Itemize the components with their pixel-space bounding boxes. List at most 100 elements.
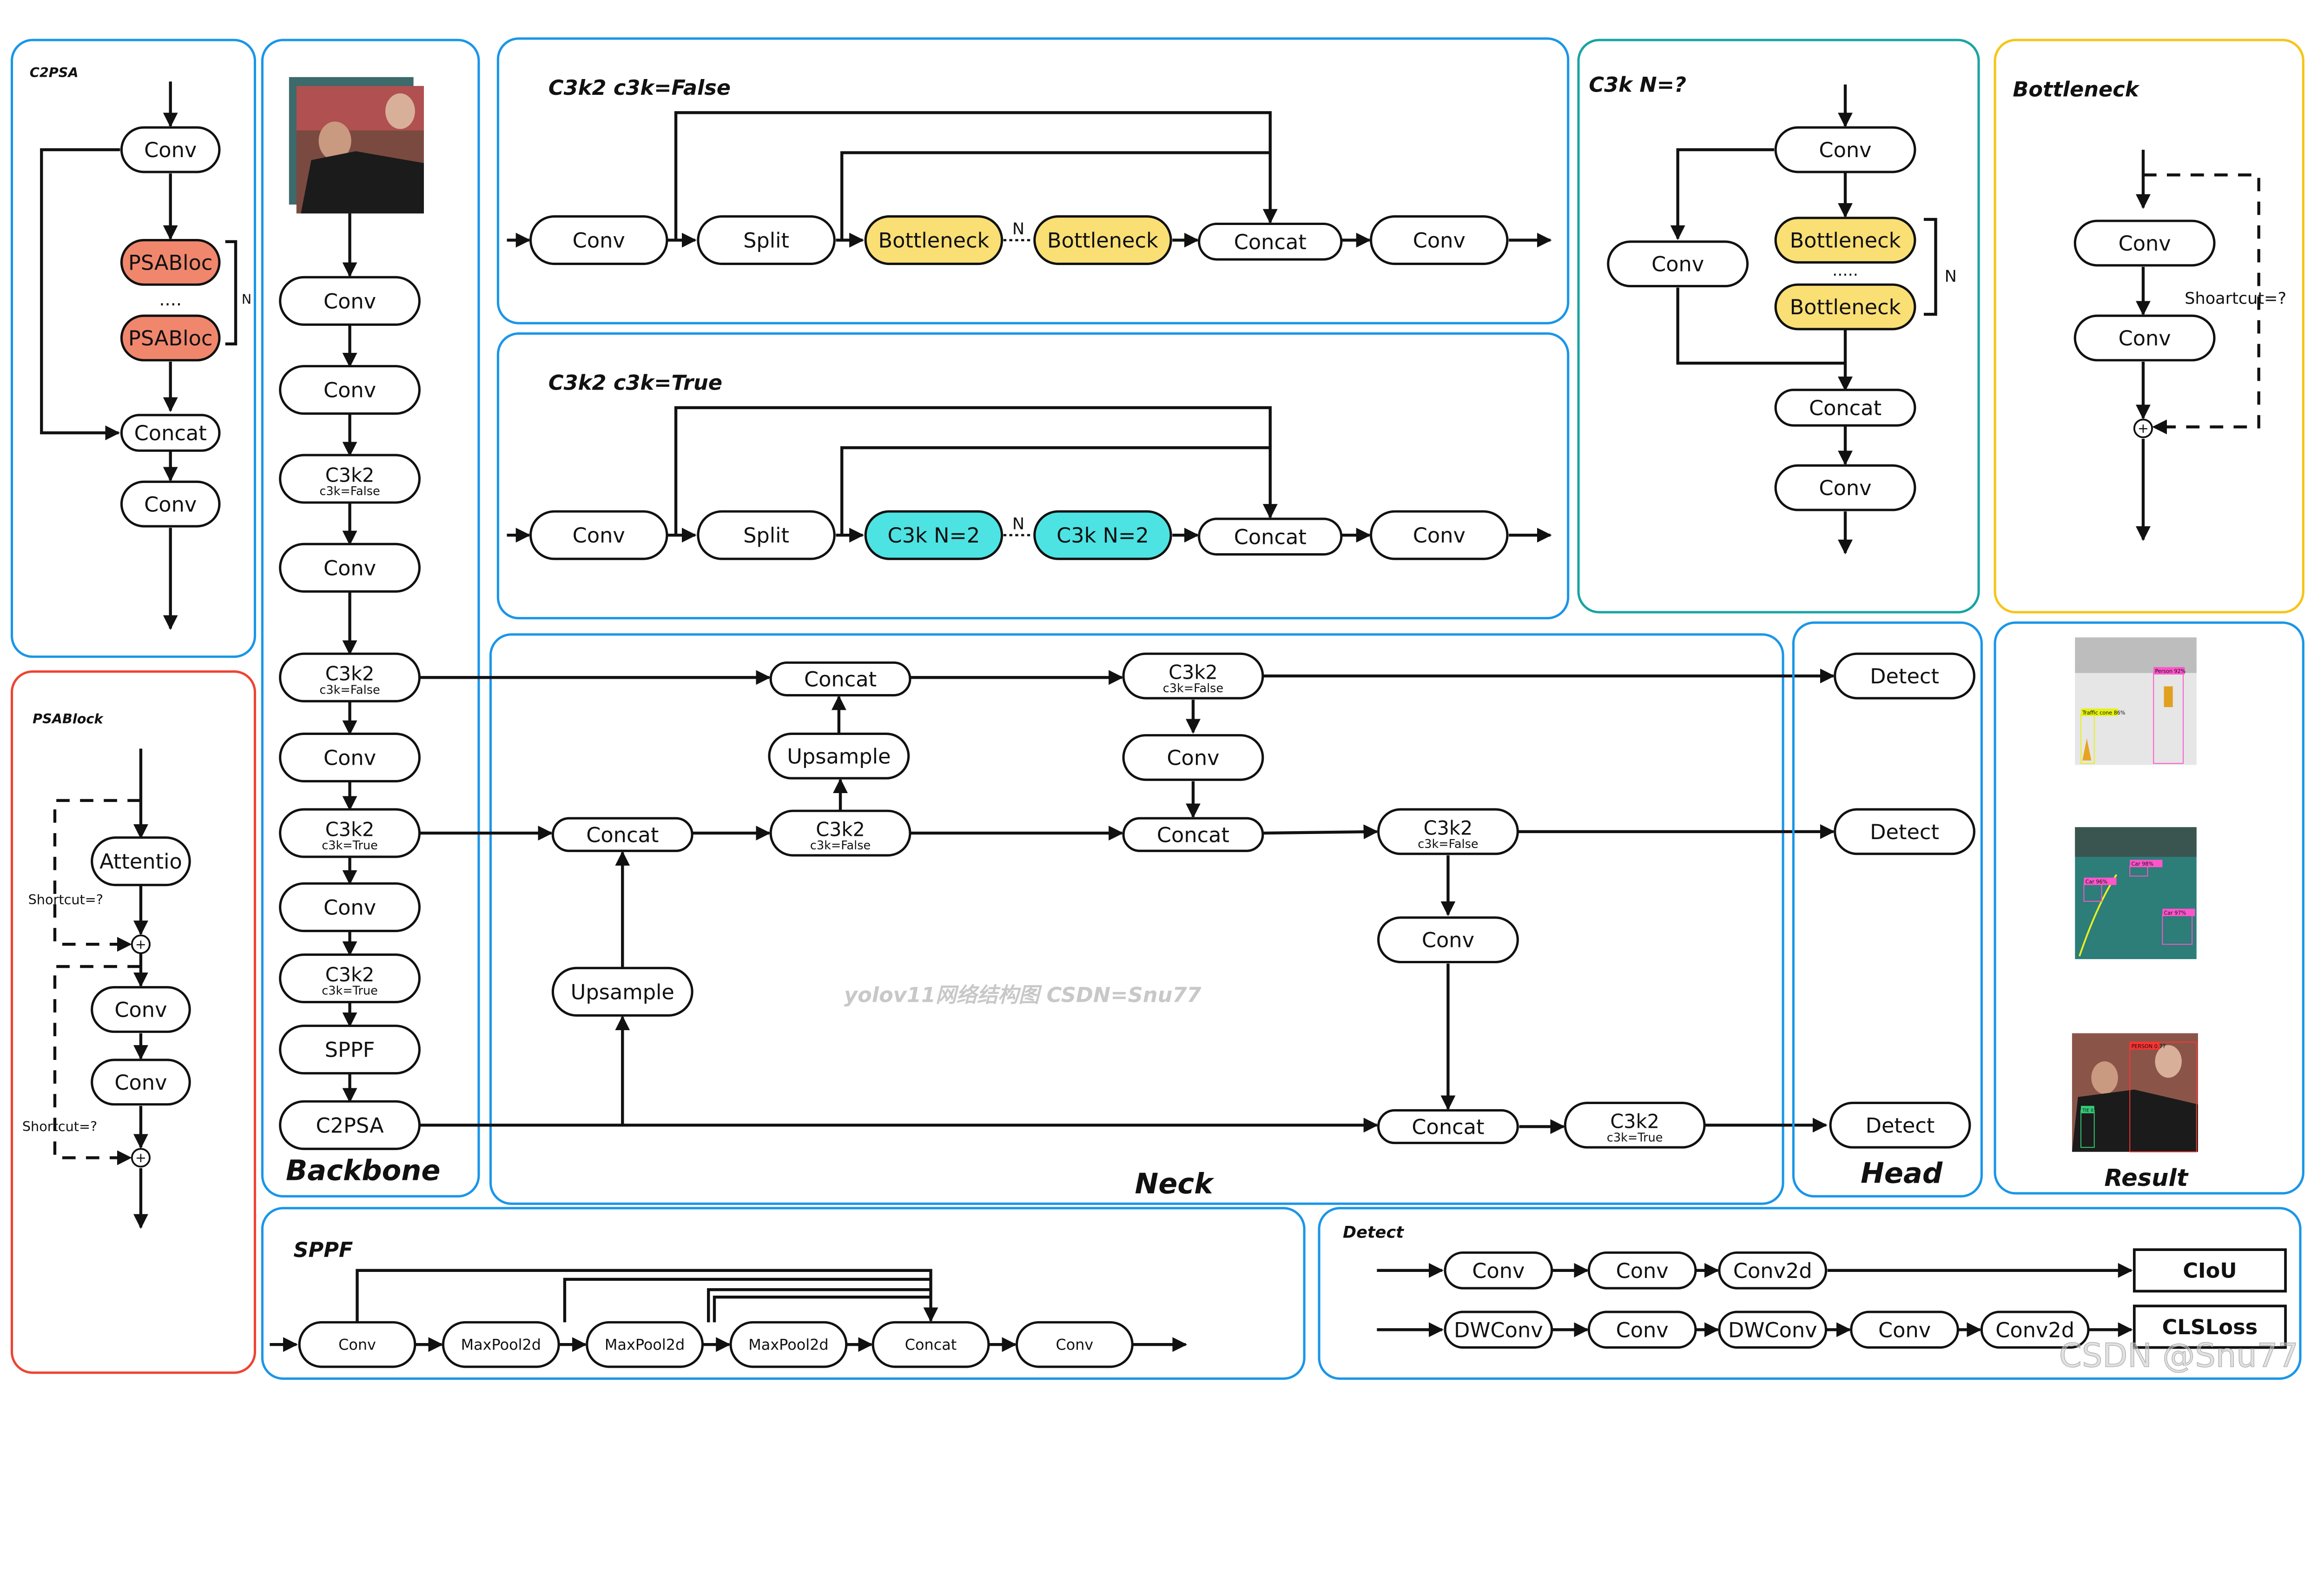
c3k2_true-node-5-label: Conv xyxy=(1413,523,1466,548)
psablock-attention-label: Attentio xyxy=(99,850,182,874)
sppf-node-3-label: MaxPool2d xyxy=(748,1336,828,1354)
detect-cls-node-4-label: Conv2d xyxy=(1995,1318,2074,1342)
c3k2_true-node-3-shape xyxy=(1033,510,1172,560)
c3k2_false-skip-1 xyxy=(674,111,1278,240)
bottleneck-panel xyxy=(1994,39,2304,614)
sppf-skip-4 xyxy=(713,1295,931,1323)
neck-c3k2-right-top-sublabel: c3k=False xyxy=(1163,682,1223,695)
psablock-conv-2: Conv xyxy=(91,1059,191,1106)
psablock-add-2-glyph: + xyxy=(135,1150,146,1165)
c2psa-conv-out-label: Conv xyxy=(144,492,197,516)
c3k2_false-title: C3k2 c3k=False xyxy=(548,76,731,100)
head-detect-2: Detect xyxy=(1829,1101,1971,1149)
sppf-skip-2 xyxy=(563,1277,931,1323)
detect-box-node-1-label: Conv xyxy=(1616,1259,1669,1283)
result-image-street: Traffic cone 86%Person 92% xyxy=(2075,637,2197,765)
sppf-node-1-label: MaxPool2d xyxy=(461,1336,541,1354)
c3k2_false-node-3: Bottleneck xyxy=(1033,215,1172,265)
c3k2_false-node-4-shape xyxy=(1198,222,1343,261)
c3k-panel xyxy=(1577,39,1980,614)
head-detect-0-shape xyxy=(1834,652,1975,700)
c2psa-concat-label: Concat xyxy=(134,421,207,445)
neck-concat-top-label: Concat xyxy=(804,668,877,692)
head-detect-0: Detect xyxy=(1834,652,1975,700)
c3k2_true-repeat-label: N xyxy=(1012,514,1024,533)
neck-concat-left-label: Concat xyxy=(586,823,659,847)
psablock-conv-1-shape xyxy=(91,986,191,1033)
detection-label: PERSON 0.77 xyxy=(2131,1043,2166,1049)
sppf-skip-3 xyxy=(707,1288,931,1323)
neck-concat-right-mid-shape xyxy=(1122,817,1264,852)
c3k2_false-node-4-label: Concat xyxy=(1234,230,1307,254)
neck-c3k2-p5-label: C3k2 xyxy=(1610,1111,1659,1133)
cls-loss-box: CLSLoss xyxy=(2133,1304,2287,1349)
head-detect-2-shape xyxy=(1829,1101,1971,1149)
c3k2_false-node-5: Conv xyxy=(1370,215,1509,265)
psablock-shortcut-2 xyxy=(53,965,141,1165)
neck-upsample-left-label: Upsample xyxy=(571,980,674,1004)
c3k2_false-skip-2 xyxy=(840,151,1270,240)
detection-label: Traffic cone 86% xyxy=(2082,710,2125,716)
neck-conv-right-top-shape xyxy=(1122,734,1264,781)
neck-c3k2-p4-label: C3k2 xyxy=(1424,817,1473,839)
head-detect-0-label: Detect xyxy=(1870,664,1939,688)
detection-label: Car 98% xyxy=(2131,861,2153,867)
c3k2_false-node-2-label: Bottleneck xyxy=(878,229,989,253)
neck-conv-p4-label: Conv xyxy=(1422,928,1474,953)
bottleneck-title: Bottleneck xyxy=(2013,77,2139,101)
detect-title: Detect xyxy=(1343,1223,1404,1242)
c2psa-title: C2PSA xyxy=(30,65,79,80)
c3k-conv-out-shape xyxy=(1774,464,1916,511)
c3k2_true-node-2: C3k N=2 xyxy=(864,510,1004,560)
c3k2_false-node-0-label: Conv xyxy=(573,229,625,253)
backbone-conv-3-shape xyxy=(279,543,421,593)
neck-c3k2-p4-sublabel: c3k=False xyxy=(1418,837,1478,851)
c3k2_false-panel xyxy=(496,37,1570,324)
csdn-watermark: CSDN @Snu77 xyxy=(2059,1337,2298,1375)
backbone-c3k2-8-label: C3k2 xyxy=(325,964,375,986)
c3k2_true-node-4-label: Concat xyxy=(1234,525,1307,549)
neck-link-8 xyxy=(1262,824,1379,840)
backbone-conv-0: Conv xyxy=(279,276,421,326)
c3k2_false-node-3-label: Bottleneck xyxy=(1047,229,1158,253)
c2psa-panel xyxy=(10,39,257,658)
psablock-conv-2-label: Conv xyxy=(114,1071,167,1095)
psablock-panel xyxy=(10,670,257,1374)
backbone-c2psa-10: C2PSA xyxy=(279,1100,421,1150)
neck-conv-right-top-label: Conv xyxy=(1167,746,1219,770)
psablock-attention: Attentio xyxy=(91,836,191,887)
c2psa-repeat-bracket xyxy=(225,240,238,345)
c3k2_true-panel xyxy=(496,332,1570,620)
c2psa-psablock-2-label: PSABloc xyxy=(128,326,212,351)
c3k2_true-node-1: Split xyxy=(697,510,836,560)
c2psa-conv-out: Conv xyxy=(120,480,221,528)
head-detect-2-label: Detect xyxy=(1866,1113,1935,1138)
c3k2_true-node-3: C3k N=2 xyxy=(1033,510,1172,560)
c3k2_true-node-5: Conv xyxy=(1370,510,1509,560)
bottleneck-add-glyph: + xyxy=(2138,420,2149,436)
c3k2_true-node-0: Conv xyxy=(529,510,668,560)
c3k2_false-node-0: Conv xyxy=(529,215,668,265)
detect-box-node-2-label: Conv2d xyxy=(1733,1259,1812,1283)
c3k2_true-node-1-label: Split xyxy=(743,523,789,548)
neck-concat-p5-shape xyxy=(1377,1109,1519,1145)
sppf-node-2-label: MaxPool2d xyxy=(605,1336,685,1354)
backbone-conv-0-label: Conv xyxy=(324,289,376,313)
c3k-bottleneck-1: Bottleneck xyxy=(1774,217,1916,264)
c3k-side-in xyxy=(1670,148,1774,240)
c3k-bottleneck-1-shape xyxy=(1774,217,1916,264)
detection-label: TIE 0. xyxy=(2082,1108,2095,1113)
backbone-c3k2-4-sublabel: c3k=False xyxy=(319,683,380,697)
psablock-shortcut-2-label: Shortcut=? xyxy=(22,1118,97,1134)
neck-concat-right-mid-label: Concat xyxy=(1157,823,1229,847)
backbone-conv-3: Conv xyxy=(279,543,421,593)
detect-box-node-1: Conv xyxy=(1587,1251,1697,1290)
c3k2_false-node-1-shape xyxy=(697,215,836,265)
psablock-shortcut-1-label: Shortcut=? xyxy=(28,892,103,907)
bottleneck-conv-2: Conv xyxy=(2073,314,2216,362)
backbone-c3k2-6-label: C3k2 xyxy=(325,818,375,841)
c3k2_true-skip-1 xyxy=(674,406,1278,536)
